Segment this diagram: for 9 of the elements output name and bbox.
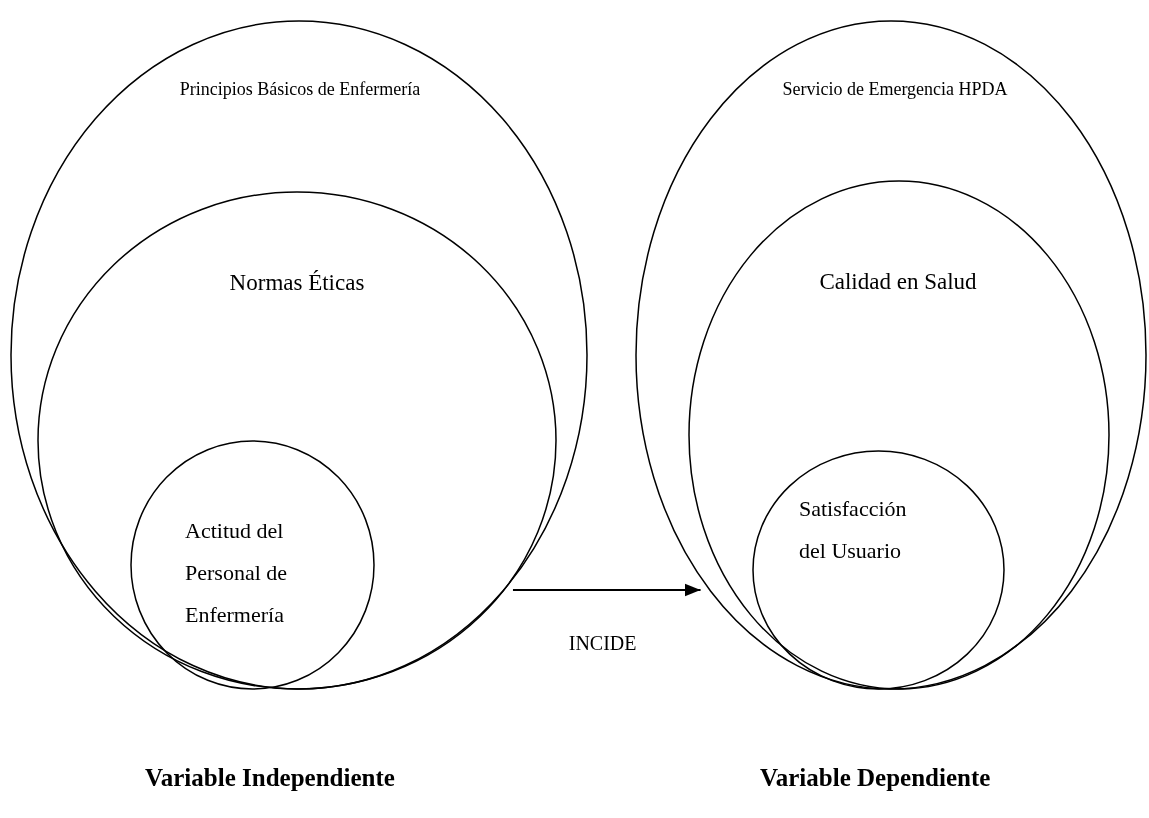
arrow xyxy=(511,583,702,597)
node-label: Calidad en Salud xyxy=(818,268,978,296)
node-label: Principios Básicos de Enfermería xyxy=(178,78,422,101)
variable-label: Variable Independiente xyxy=(145,764,395,792)
node-label: Satisfacción del Usuario xyxy=(799,495,908,565)
node-label: Normas Éticas xyxy=(228,269,366,297)
variable-label: Variable Dependiente xyxy=(760,764,991,792)
node-label: Servicio de Emergencia HPDA xyxy=(781,78,1009,101)
node-label: Actitud del Personal de Enfermería xyxy=(185,517,289,629)
